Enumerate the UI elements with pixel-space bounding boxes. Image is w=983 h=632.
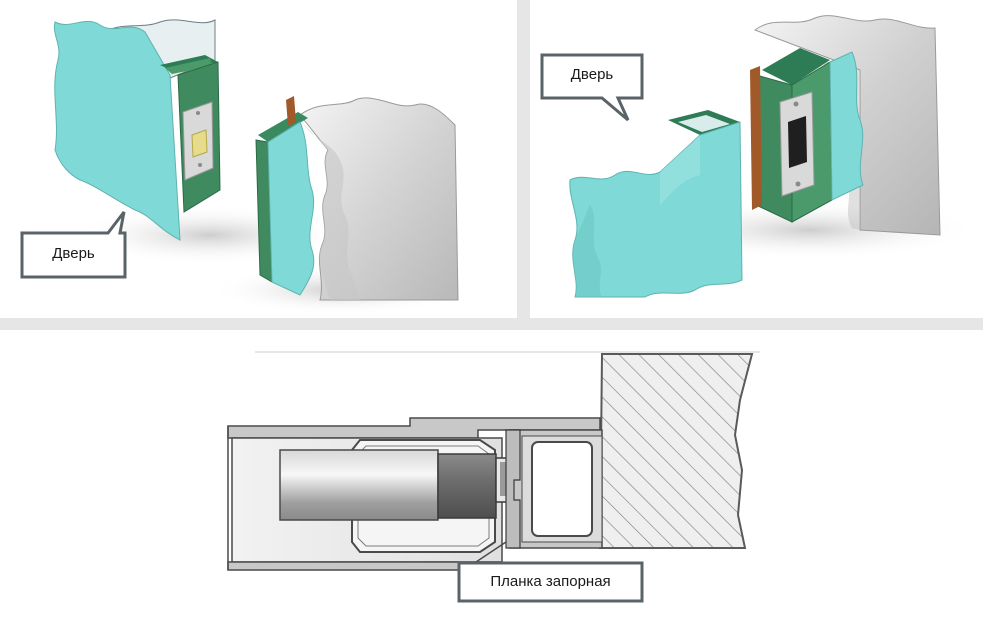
strike-plate-callout (457, 561, 644, 603)
door-leaf (569, 110, 743, 298)
frame-profile (469, 429, 603, 567)
lock-cross-section-diagram (227, 351, 760, 603)
door-callout-label: Дверь (570, 66, 614, 83)
door-closed-illustration-panel: Дверь (0, 0, 517, 318)
door-callout-left (20, 211, 127, 279)
door-open-illustration (540, 15, 980, 298)
door-leaf (53, 19, 221, 241)
lock-cross-section-panel: Планка запорная (0, 330, 983, 632)
wall-section (255, 351, 760, 549)
door-closed-illustration (20, 19, 470, 315)
door-callout-label: Дверь (52, 245, 95, 262)
door-frame-wall (750, 15, 941, 236)
door-callout-right (540, 53, 644, 122)
door-frame-wall (255, 96, 459, 301)
strike-plate-label: Планка запорная (490, 573, 611, 590)
door-open-illustration-panel: Дверь (530, 0, 983, 318)
